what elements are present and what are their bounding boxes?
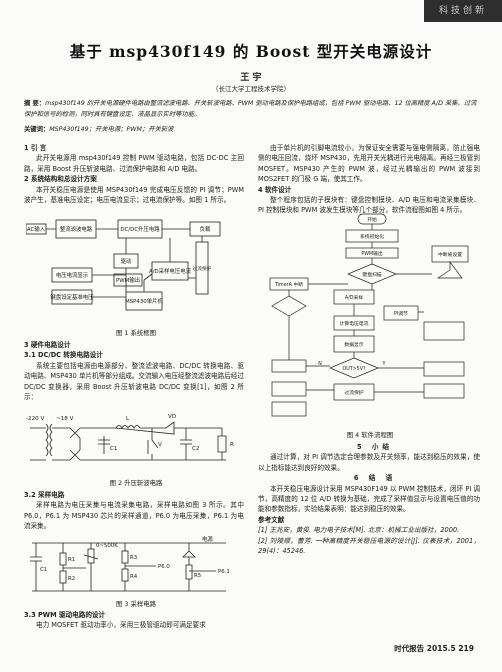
reference-item: [1] 王兆安，黄俊. 电力电子技术[M]. 北京：机械工业出版社，2000.: [258, 526, 460, 535]
fig1-protect: 过流保护: [193, 265, 212, 272]
fig4-calc: 计算电压电流: [340, 320, 369, 327]
left-column-hardware: 3 硬件电路设计 3.1 DC/DC 转换电路设计系统主要包括电源由电源部分、整流…: [24, 340, 244, 402]
fig1-ad: A/D采样电压电流: [149, 267, 192, 275]
fig4-yes: Y: [382, 361, 386, 367]
body-paragraph: 通过计算，对 PI 调节选定合理参数及开关频率，能达到稳压的效果，使以上指标能达…: [258, 453, 480, 472]
keywords: 关键词：MSP430f149；开关电源；PWM；开关斩波: [24, 124, 482, 133]
section-heading: 3.3 PWM 驱动电路的设计: [24, 611, 106, 619]
fig3-vin: 电源: [202, 535, 213, 543]
figure-4-software-flowchart: 开始 系统初始化 PWM输出 键盘扫描 中断被设置 TimerA 中断 A/D采…: [269, 213, 469, 417]
fig2-c2: C2: [192, 446, 199, 452]
fig2-r: R: [230, 442, 234, 448]
figure-2-boost-circuit: -220 V ~18 V L VD C1 V C2 R: [26, 414, 234, 461]
body-paragraph: 本开关稳压电源是使用 MSP430f149 完成电压反馈的 PI 调节；PWM …: [24, 185, 244, 205]
fig2-c1: C1: [110, 446, 118, 452]
fig2-vin: -220 V: [26, 416, 44, 422]
fig4-protect: 过流保护: [344, 389, 363, 396]
affiliation: （长江大学工程技术学院）: [212, 85, 290, 93]
section-heading: 6 结 语: [353, 474, 397, 483]
right-column-conclusion: 5 小结通过计算，对 PI 调节选定合理参数及开关频率，能达到稳压的效果，使以上…: [258, 442, 480, 556]
keywords-label: 关键词：: [24, 126, 50, 133]
fig2-vd: VD: [168, 414, 176, 420]
fig4-adc: A/D采样: [345, 294, 363, 301]
fig4-pwm: PWM输出: [361, 250, 383, 257]
fig1-dcdc: DC/DC升压电路: [120, 225, 160, 233]
fig1-pwm-out: PWM输出: [116, 276, 140, 284]
section-heading: 参考文献: [258, 515, 285, 524]
figure-1-caption: 图 1 系统框图: [115, 329, 157, 337]
body-paragraph: 本开关稳压电源设计采用 MSP430F149 以 PWM 控制技术，闭环 PI …: [258, 484, 480, 514]
figure-4-caption: 图 4 软件流程图: [346, 431, 394, 439]
corner-label: 科技创新: [424, 0, 502, 22]
keywords-text: MSP430f149；开关电源；PWM；开关斩波: [49, 126, 174, 133]
fig1-mcu: MSP430单片机: [125, 297, 163, 305]
figure-3-caption: 图 3 采样电路: [115, 600, 157, 608]
body-paragraph: 整个程序包括的子模块有：键盘控制模块、A/D 电压和电流采集模块、PI 控制模块…: [258, 196, 480, 215]
author: 王 宇: [240, 73, 262, 83]
abstract: 摘 要：msp430f149 的开关电源硬件电路由整流滤波电路、开关斩波电路、P…: [24, 98, 482, 120]
fig4-init: 系统初始化: [360, 233, 384, 240]
fig1-display: 电压电流显示: [56, 271, 89, 279]
fig3-r1: R1: [68, 557, 75, 563]
fig1-ac-input: AC输入: [27, 225, 46, 233]
figure-2-caption: 图 2 升压斩波电路: [109, 479, 163, 487]
section-heading: 3.2 采样电路: [24, 491, 65, 499]
page-footer: 时代报告 2015.5 219: [394, 644, 474, 653]
fig1-rectifier: 整流滤波电路: [60, 225, 93, 233]
fig4-out: OUT>5V?: [342, 366, 366, 372]
left-column-intro: 1 引 言此开关电源用 msp430f149 控制 PWM 驱动电路，包括 DC…: [24, 143, 244, 205]
fig4-display: 数据显示: [344, 341, 363, 348]
figure-1-system-block-diagram: AC输入 整流滤波电路 DC/DC升压电路 负载 驱动 PWM输出 A/D采样电…: [26, 219, 221, 311]
abstract-label: 摘 要：: [24, 100, 46, 107]
fig4-start: 开始: [367, 216, 377, 223]
fig1-driver: 驱动: [121, 258, 132, 265]
fig2-v: V: [158, 442, 162, 448]
section-heading: 1 引 言: [24, 144, 47, 152]
right-column-software: 由于单片机的引脚电流较小，为保证安全需要与强电侧隔离，防止强电侧的电压回流，烧坏…: [258, 143, 480, 216]
left-column-sampling: 3.2 采样电路采样电路为电压采集与电流采集电路，采样电路如图 3 所示。其中 …: [24, 490, 244, 532]
fig1-load: 负载: [200, 225, 211, 233]
fig3-pot: 0~500K: [96, 543, 118, 549]
fig4-key: 键盘扫描: [362, 271, 381, 278]
body-paragraph: 由于单片机的引脚电流较小，为保证安全需要与强电侧隔离，防止强电侧的电压回流，烧坏…: [258, 144, 480, 184]
section-heading: 5 小结: [356, 443, 394, 451]
abstract-text: msp430f149 的开关电源硬件电路由整流滤波电路、开关斩波电路、PWM 驱…: [24, 100, 477, 118]
body-paragraph: 采样电路为电压采集与电流采集电路，采样电路如图 3 所示。其中 P6.0，P6.…: [24, 501, 244, 531]
fig3-p61: P6.1: [218, 569, 230, 575]
fig1-keyboard: 键盘设定基准电压: [50, 293, 94, 301]
fig4-settable: 中断被设置: [438, 251, 462, 258]
fig2-l: L: [126, 416, 130, 422]
section-heading: 3 硬件电路设计: [24, 341, 71, 349]
fig3-c1: C1: [40, 567, 47, 573]
reference-item: [2] 刘陵顺，曹芳. 一种高精度开关稳压电源的设计[J]. 仪表技术，2001…: [258, 536, 480, 556]
fig3-r5: R5: [194, 573, 201, 579]
fig4-no: N: [318, 361, 322, 367]
fig3-r4: R4: [130, 574, 138, 580]
paper-title: 基于 msp430f149 的 Boost 型开关电源设计: [69, 42, 433, 61]
figure-3-sampling-circuit: C1 R1 R2 0~500K R3 R4 P6.0 R5 P6.1 电源: [30, 535, 230, 592]
body-paragraph: 电力 MOSFET 驱动功率小，采用三极管驱动即可满足要求: [36, 621, 206, 630]
fig3-r3: R3: [130, 555, 137, 561]
fig4-timer: TimerA 中断: [274, 281, 303, 288]
section-heading: 4 软件设计: [258, 185, 292, 194]
body-paragraph: 此开关电源用 msp430f149 控制 PWM 驱动电路，包括 DC-DC 主…: [24, 154, 244, 173]
section-heading: 2 系统结构和总设计方案: [24, 175, 97, 184]
fig3-p60: P6.0: [158, 564, 170, 570]
fig4-pi: PI调节: [394, 310, 408, 317]
body-paragraph: 系统主要包括电源由电源部分、整流滤波电路、DC/DC 转换电路、驱动电路、MSP…: [24, 361, 244, 402]
left-column-pwm-driver: 3.3 PWM 驱动电路的设计电力 MOSFET 驱动功率小，采用三极管驱动即可…: [24, 610, 244, 631]
fig2-vmid: ~18 V: [56, 416, 74, 422]
fig3-r2: R2: [68, 576, 75, 582]
section-heading: 3.1 DC/DC 转换电路设计: [24, 351, 103, 360]
